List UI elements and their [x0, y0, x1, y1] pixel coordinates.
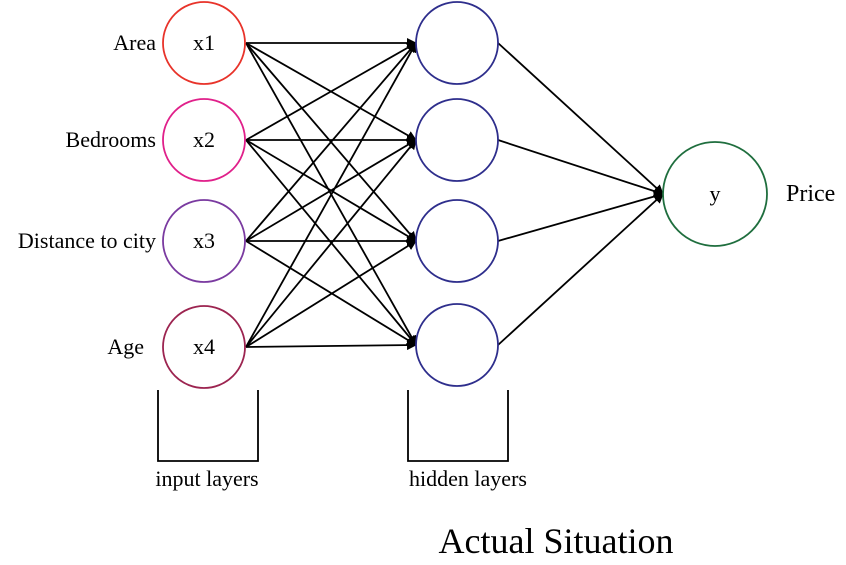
input-node-3: x3	[162, 199, 246, 283]
edge-input-4-to-hidden-3	[245, 240, 417, 348]
feature-label-distance-to-city: Distance to city	[18, 228, 156, 253]
hidden-node-2	[415, 98, 499, 182]
input-node-4-label: x4	[193, 334, 215, 359]
edge-hidden-4-to-output	[497, 193, 664, 346]
edge-hidden-3-to-output	[497, 191, 664, 242]
feature-label-bedrooms: Bedrooms	[66, 127, 156, 152]
hidden-node-1	[415, 1, 499, 85]
hidden-node-3	[415, 199, 499, 283]
edge-input-4-to-hidden-4	[245, 340, 417, 351]
edge-input-2-to-hidden-1	[245, 42, 417, 141]
hidden-layer-bracket	[407, 390, 509, 462]
edge-input-4-to-hidden-2	[245, 139, 417, 348]
feature-label-area: Area	[113, 30, 156, 55]
edge-input-3-to-hidden-1	[245, 42, 417, 242]
input-node-2-label: x2	[193, 127, 215, 152]
input-layer-bracket	[157, 390, 259, 462]
hidden-node-4	[415, 303, 499, 387]
input-node-4: x4	[162, 305, 246, 389]
feature-label-age: Age	[107, 334, 144, 359]
network-connections	[245, 38, 664, 351]
input-layers-label: input layers	[155, 466, 258, 491]
edge-input-3-to-hidden-2	[245, 139, 417, 242]
output-node: y	[662, 141, 768, 247]
output-label-price: Price	[786, 181, 835, 207]
output-node-label: y	[710, 181, 721, 206]
input-node-2: x2	[162, 98, 246, 182]
caption-title: Actual Situation	[439, 521, 674, 561]
edge-hidden-1-to-output	[497, 42, 664, 195]
input-node-1: x1	[162, 1, 246, 85]
hidden-layers-label: hidden layers	[409, 466, 527, 491]
edge-input-4-to-hidden-1	[245, 42, 417, 348]
input-node-1-label: x1	[193, 30, 215, 55]
input-node-3-label: x3	[193, 228, 215, 253]
edge-hidden-2-to-output	[497, 139, 664, 196]
